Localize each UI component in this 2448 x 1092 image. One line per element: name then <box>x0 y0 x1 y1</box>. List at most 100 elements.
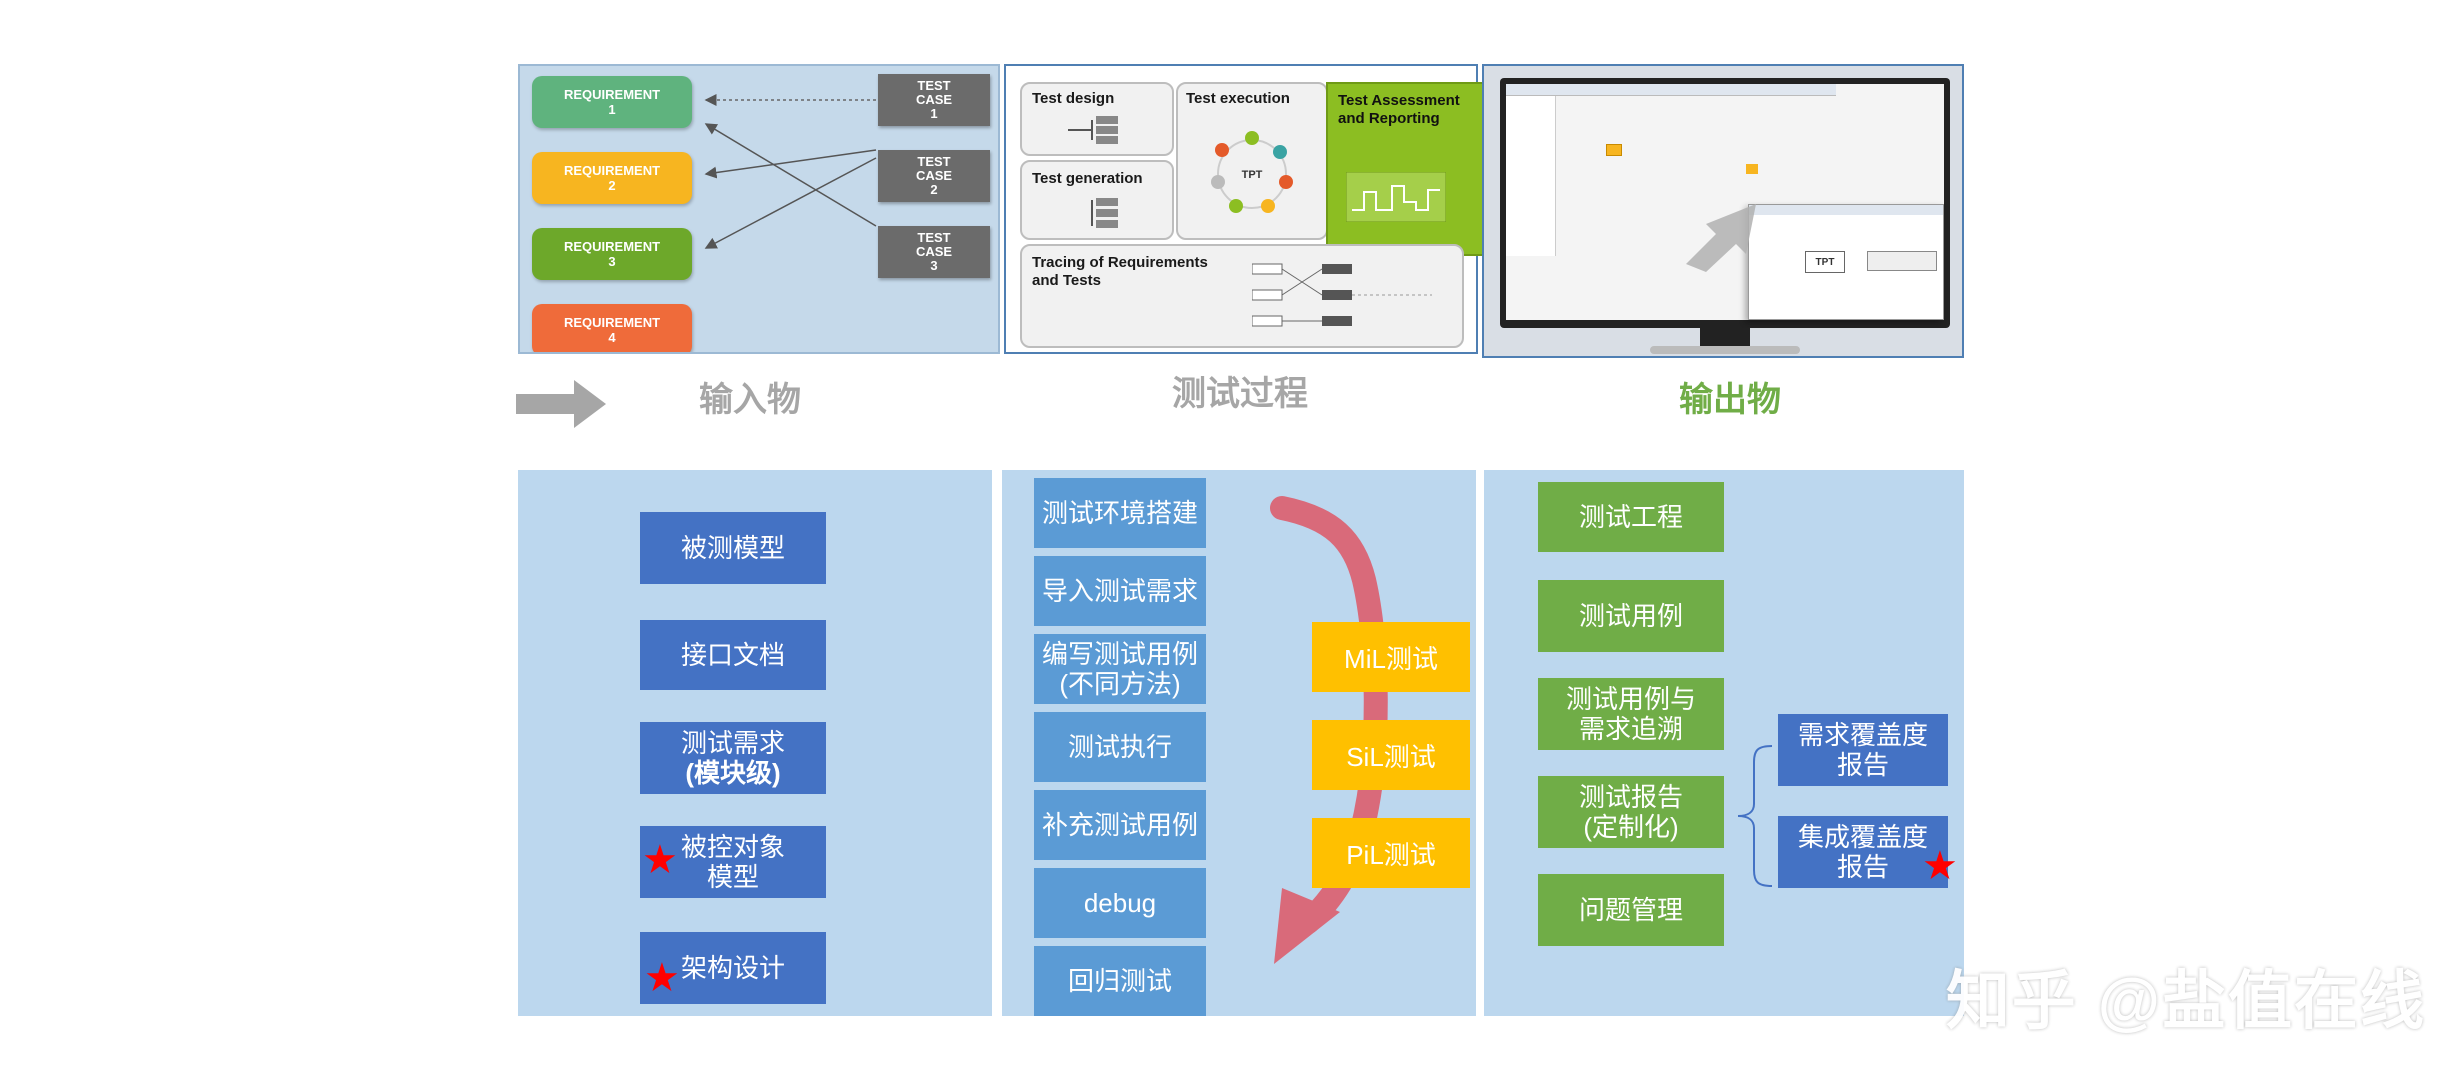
test-case-label: CASE <box>915 168 953 183</box>
step-label: 导入测试需求 <box>1041 576 1198 606</box>
state-node <box>1746 164 1758 174</box>
process-caption: 测试过程 <box>1172 375 1308 413</box>
project-tree <box>1506 96 1556 256</box>
test-execution-step: Test execution TPT <box>1176 82 1328 240</box>
requirement-4: REQUIREMENT 4 <box>532 304 692 352</box>
test-generation-step: Test generation <box>1020 160 1174 240</box>
output-test-cases: 测试用例 <box>1538 580 1724 652</box>
inputs-caption: 输入物 <box>699 381 801 419</box>
output-item-label: 问题管理 <box>1578 895 1683 925</box>
signal-block <box>1867 251 1937 271</box>
output-traceability: 测试用例与 需求追溯 <box>1538 678 1724 750</box>
input-item-architecture: 架构设计 <box>640 932 826 1004</box>
level-pil: PiL测试 <box>1312 818 1470 888</box>
input-item-test-requirements: 测试需求 (模块级) <box>640 722 826 794</box>
test-case-label: TEST <box>917 78 951 93</box>
report-sublabel: 报告 <box>1836 750 1889 780</box>
report-label: 集成覆盖度 <box>1797 822 1928 852</box>
tree-icon <box>1091 198 1118 228</box>
output-item-label: 测试报告 <box>1578 782 1683 812</box>
tracing-step: Tracing of Requirements and Tests <box>1020 244 1464 348</box>
step-supplement-cases: 补充测试用例 <box>1034 790 1206 860</box>
requirement-number: 1 <box>608 102 616 117</box>
level-sil: SiL测试 <box>1312 720 1470 790</box>
flow-arrow-icon <box>516 380 606 428</box>
step-label: 补充测试用例 <box>1041 810 1198 840</box>
monitor-base <box>1650 346 1800 354</box>
test-design-step: Test design <box>1020 82 1174 156</box>
step-label: 回归测试 <box>1067 966 1172 996</box>
requirement-label: REQUIREMENT <box>563 163 661 178</box>
step-sublabel: (不同方法) <box>1059 669 1181 699</box>
test-case-3: TEST CASE 3 <box>878 226 990 278</box>
input-item-label: 被测模型 <box>680 533 785 563</box>
output-item-label: 测试用例 <box>1578 601 1683 631</box>
output-test-project: 测试工程 <box>1538 482 1724 552</box>
output-test-report: 测试报告 (定制化) <box>1538 776 1724 848</box>
test-case-1: TEST CASE 1 <box>878 74 990 126</box>
tracing-label: Tracing of Requirements and Tests <box>1032 254 1208 289</box>
test-design-label: Test design <box>1032 90 1115 107</box>
tree-icon <box>1068 116 1118 144</box>
test-case-label: TEST <box>917 154 951 169</box>
report-integration-coverage: 集成覆盖度 报告 <box>1778 816 1948 888</box>
input-item-sublabel: 模型 <box>706 862 759 892</box>
output-item-sublabel: 需求追溯 <box>1578 714 1683 744</box>
report-sublabel: 报告 <box>1836 852 1889 882</box>
window-titlebar <box>1506 84 1836 96</box>
input-item-label: 接口文档 <box>680 640 785 670</box>
state-node <box>1606 144 1622 156</box>
input-item-label: 测试需求 <box>680 728 785 758</box>
window-titlebar <box>1749 205 1943 215</box>
report-requirement-coverage: 需求覆盖度 报告 <box>1778 714 1948 786</box>
monitor: TPT <box>1500 78 1950 328</box>
test-generation-label: Test generation <box>1032 170 1143 187</box>
star-icon: ★ <box>644 956 680 1000</box>
requirement-number: 4 <box>608 330 616 345</box>
step-label: 编写测试用例 <box>1041 639 1198 669</box>
output-item-label: 测试用例与 <box>1565 684 1696 714</box>
test-case-label: CASE <box>915 92 953 107</box>
signal-plot-icon <box>1346 172 1446 222</box>
output-monitor-panel: TPT <box>1482 64 1964 358</box>
brace-icon <box>1737 745 1773 887</box>
inputs-column: 被测模型 接口文档 测试需求 (模块级) 被控对象 模型 ★ 架构设计 ★ <box>518 470 992 1016</box>
step-label: debug <box>1083 888 1157 918</box>
step-label: 测试执行 <box>1067 732 1172 762</box>
step-label: 测试环境搭建 <box>1041 498 1198 528</box>
curved-arrow-icon <box>1686 204 1756 272</box>
requirement-label: REQUIREMENT <box>563 239 661 254</box>
output-issue-management: 问题管理 <box>1538 874 1724 946</box>
requirement-label: REQUIREMENT <box>563 315 661 330</box>
level-mil: MiL测试 <box>1312 622 1470 692</box>
watermark-text: 知乎 @盐值在线 <box>1945 965 2426 1037</box>
secondary-window: TPT <box>1748 204 1944 320</box>
requirements-traceability-panel: REQUIREMENT 1 REQUIREMENT 2 REQUIREMENT … <box>518 64 1000 354</box>
test-process-panel: Test design Test generation Test executi… <box>1004 64 1486 354</box>
requirement-label: REQUIREMENT <box>563 87 661 102</box>
report-label: 需求覆盖度 <box>1797 720 1928 750</box>
monitor-screen: TPT <box>1506 84 1944 320</box>
input-item-sublabel: (模块级) <box>685 758 781 788</box>
input-item-model-under-test: 被测模型 <box>640 512 826 584</box>
input-item-plant-model: 被控对象 模型 <box>640 826 826 898</box>
tpt-logo-text: TPT <box>1242 169 1263 181</box>
monitor-stand <box>1700 328 1750 348</box>
step-regression: 回归测试 <box>1034 946 1206 1016</box>
requirement-1: REQUIREMENT 1 <box>532 76 692 128</box>
star-icon: ★ <box>642 838 678 882</box>
requirement-number: 2 <box>608 178 616 193</box>
test-execution-label: Test execution <box>1186 90 1290 107</box>
input-item-interface-doc: 接口文档 <box>640 620 826 690</box>
output-item-label: 测试工程 <box>1578 502 1683 532</box>
star-icon: ★ <box>1922 844 1958 888</box>
step-write-test-cases: 编写测试用例 (不同方法) <box>1034 634 1206 704</box>
step-import-requirements: 导入测试需求 <box>1034 556 1206 626</box>
process-column: 测试环境搭建 导入测试需求 编写测试用例 (不同方法) 测试执行 补充测试用例 … <box>1002 470 1476 1016</box>
test-case-number: 3 <box>930 258 938 273</box>
output-item-sublabel: (定制化) <box>1583 812 1679 842</box>
outputs-caption: 输出物 <box>1679 381 1781 419</box>
execution-cycle-icon: TPT <box>1211 131 1293 213</box>
step-env-setup: 测试环境搭建 <box>1034 478 1206 548</box>
outputs-column: 测试工程 测试用例 测试用例与 需求追溯 测试报告 (定制化) 问题管理 需求覆… <box>1484 470 1964 1016</box>
